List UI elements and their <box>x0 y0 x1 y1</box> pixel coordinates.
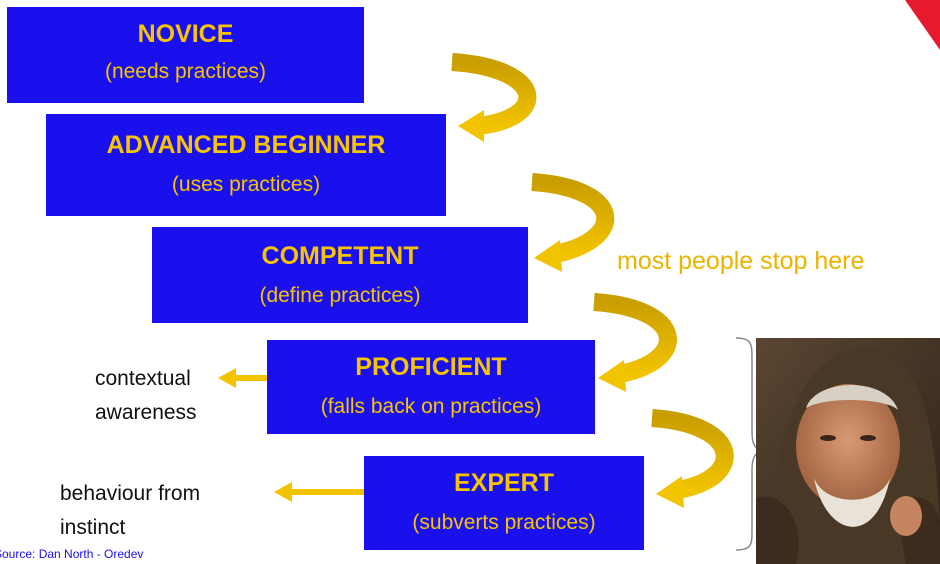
level-subtitle: (subverts practices) <box>412 511 596 534</box>
level-box-novice: NOVICE (needs practices) <box>7 7 364 103</box>
proficient-side-note: contextual awareness <box>95 362 197 430</box>
level-title: EXPERT <box>453 469 555 497</box>
curved-arrow-4 <box>651 409 734 508</box>
level-box-expert: EXPERT (subverts practices) <box>364 456 644 550</box>
side-note-line: instinct <box>60 516 126 539</box>
level-box-advanced-beginner: ADVANCED BEGINNER (uses practices) <box>46 114 446 216</box>
level-subtitle: (define practices) <box>259 284 421 307</box>
hooded-man-photo <box>756 338 940 564</box>
curved-arrow-3 <box>593 293 677 392</box>
side-note-line: awareness <box>95 401 197 424</box>
side-note-line: behaviour from <box>60 482 201 505</box>
stop-note: most people stop here <box>617 247 865 275</box>
left-arrow-proficient <box>218 368 270 388</box>
level-box-competent: COMPETENT (define practices) <box>152 227 528 323</box>
level-title: COMPETENT <box>261 242 419 270</box>
level-subtitle: (falls back on practices) <box>320 395 542 418</box>
level-subtitle: (needs practices) <box>104 60 267 83</box>
level-title: PROFICIENT <box>355 353 507 381</box>
level-title: NOVICE <box>137 20 234 48</box>
level-box-proficient: PROFICIENT (falls back on practices) <box>267 340 595 434</box>
expert-side-note: behaviour from instinct <box>60 477 200 545</box>
source-credit: Source: Dan North - Oredev <box>0 547 144 561</box>
level-title: ADVANCED BEGINNER <box>106 131 386 159</box>
curved-arrow-1 <box>451 53 537 142</box>
side-note-line: contextual <box>95 367 191 390</box>
left-arrow-expert <box>274 482 364 502</box>
level-subtitle: (uses practices) <box>171 173 321 196</box>
curved-arrow-2 <box>531 173 615 272</box>
